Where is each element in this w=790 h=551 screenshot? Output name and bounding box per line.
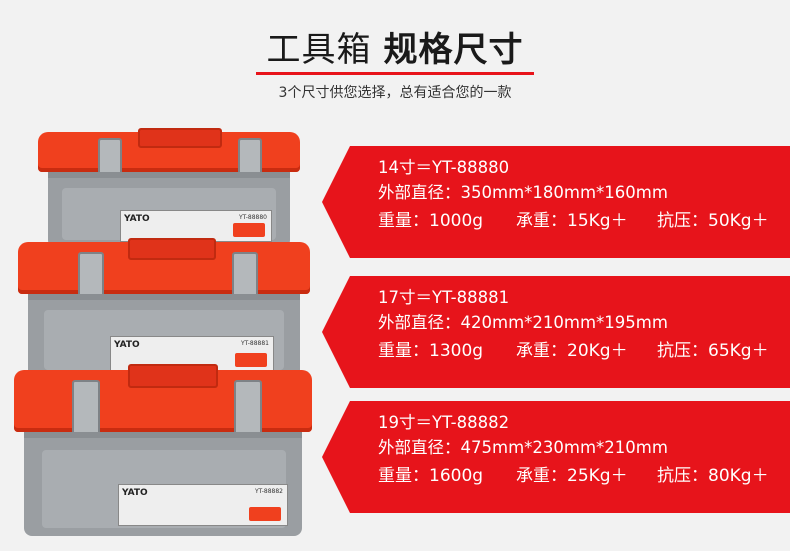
product-code: YT-88881 [240, 340, 269, 347]
spec-banner-14: 14寸＝YT-88880 外部直径：350mm*180mm*160mm 重量：1… [322, 146, 790, 258]
brand-logo: YATO [114, 340, 140, 350]
brand-logo: YATO [122, 488, 148, 498]
brand-logo: YATO [124, 214, 150, 224]
spec-name: 17寸＝YT-88881 [378, 288, 510, 307]
spec-stats: 重量：1000g 承重：15Kg＋ 抗压：50Kg＋ [378, 206, 769, 231]
toolbox-large-image: YATO YT-88882 [14, 360, 312, 538]
spec-dimensions: 外部直径：475mm*230mm*210mm [378, 438, 668, 457]
spec-name: 14寸＝YT-88880 [378, 158, 510, 177]
spec-name: 19寸＝YT-88882 [378, 413, 510, 432]
toolbox-handle [128, 364, 218, 388]
title-underline [256, 72, 534, 75]
spec-pressure: 抗压：80Kg＋ [657, 466, 769, 486]
spec-weight: 重量：1300g [378, 341, 484, 361]
page-header: 工具箱规格尺寸 3个尺寸供您选择，总有适合您的一款 [0, 0, 790, 105]
spec-dimensions: 外部直径：350mm*180mm*160mm [378, 183, 668, 202]
spec-stats: 重量：1300g 承重：20Kg＋ 抗压：65Kg＋ [378, 336, 769, 361]
label-box-image [235, 353, 267, 367]
toolbox-small-image: YATO YT-88880 [38, 128, 300, 248]
toolbox-handle [128, 238, 216, 260]
spec-stats: 重量：1600g 承重：25Kg＋ 抗压：80Kg＋ [378, 461, 769, 486]
spec-pressure: 抗压：65Kg＋ [657, 341, 769, 361]
spec-load: 承重：15Kg＋ [516, 211, 628, 231]
title-light: 工具箱 [266, 30, 372, 70]
spec-load: 承重：25Kg＋ [516, 466, 628, 486]
product-code: YT-88880 [238, 214, 267, 221]
page-title: 工具箱规格尺寸 [0, 22, 790, 71]
toolbox-handle [138, 128, 222, 148]
spec-banner-19: 19寸＝YT-88882 外部直径：475mm*230mm*210mm 重量：1… [322, 401, 790, 513]
spec-pressure: 抗压：50Kg＋ [657, 211, 769, 231]
label-box-image [233, 223, 265, 237]
product-code: YT-88882 [254, 488, 283, 495]
title-bold: 规格尺寸 [383, 30, 524, 70]
toolbox-medium-image: YATO YT-88881 [18, 238, 310, 378]
spec-dimensions: 外部直径：420mm*210mm*195mm [378, 313, 668, 332]
spec-weight: 重量：1600g [378, 466, 484, 486]
spec-weight: 重量：1000g [378, 211, 484, 231]
product-label: YATO YT-88882 [118, 484, 288, 526]
label-box-image [249, 507, 281, 521]
spec-banner-17: 17寸＝YT-88881 外部直径：420mm*210mm*195mm 重量：1… [322, 276, 790, 388]
spec-load: 承重：20Kg＋ [516, 341, 628, 361]
page-subtitle: 3个尺寸供您选择，总有适合您的一款 [278, 85, 512, 101]
